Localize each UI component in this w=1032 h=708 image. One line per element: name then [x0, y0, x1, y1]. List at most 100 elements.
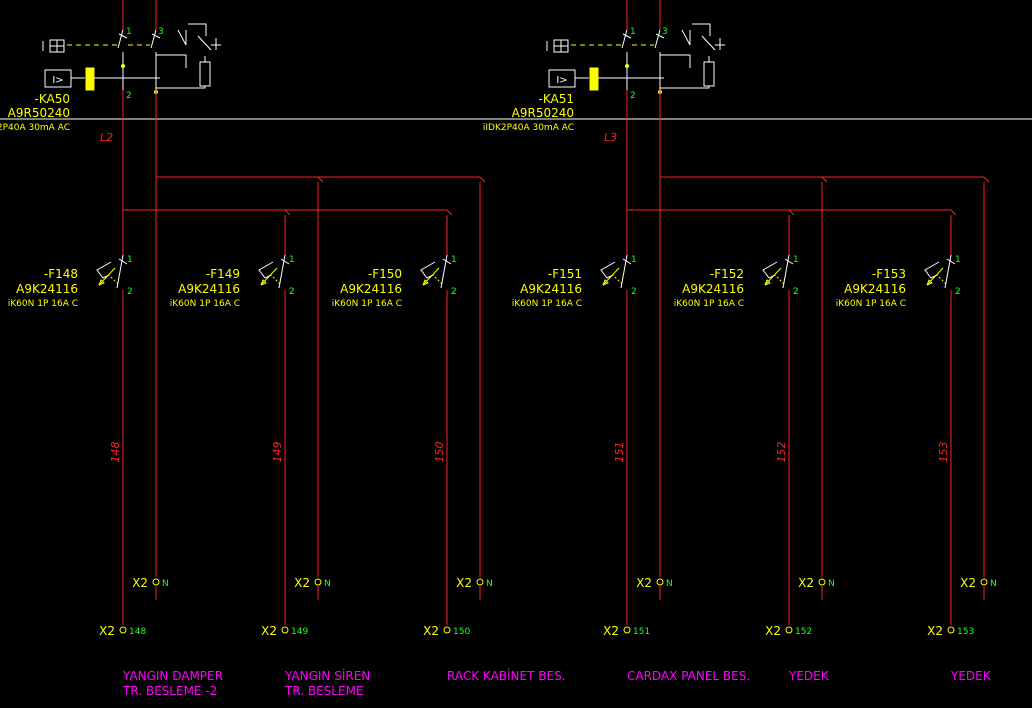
- phase-terminal-strip: X2: [423, 624, 439, 638]
- breaker-code: A9K24116: [844, 282, 906, 296]
- phase-terminal: [443, 626, 451, 634]
- contact-mark-phase: [622, 33, 632, 39]
- phase-terminal-strip: X2: [261, 624, 277, 638]
- contact-phase: [117, 29, 124, 49]
- breaker-arrow: [98, 267, 116, 286]
- aux-link: [156, 54, 187, 68]
- contact-phase: [621, 29, 628, 49]
- breaker-link: [612, 274, 623, 285]
- junction-dot: [121, 64, 125, 68]
- load-description: TR. BESLEME: [284, 684, 364, 698]
- wire-number: 152: [775, 442, 788, 463]
- breaker-mark: [622, 258, 632, 265]
- breaker-f153: 12: [924, 254, 961, 297]
- aux-contact: [177, 29, 187, 46]
- phase-terminal-label: 150: [453, 627, 470, 637]
- neutral-terminal-strip: X2: [960, 576, 976, 590]
- aux-contact-blade: [701, 35, 716, 51]
- load-description: YEDEK: [788, 669, 830, 683]
- rcd-tag: -KA51: [539, 92, 574, 106]
- wire-number: 150: [433, 442, 446, 463]
- rcd-pin-out: 2: [126, 91, 132, 101]
- trip-coil: [589, 67, 599, 91]
- breaker-arrowhead: [422, 279, 429, 286]
- neutral-terminal-label: N: [162, 579, 169, 589]
- phase-terminal-strip: X2: [603, 624, 619, 638]
- breaker-tag: -F149: [206, 267, 240, 281]
- load-description: YEDEK: [950, 669, 992, 683]
- neutral-terminal: [656, 578, 664, 586]
- breaker-trip: [924, 261, 940, 279]
- breaker-tag: -F152: [710, 267, 744, 281]
- branch-wires-152: [788, 176, 990, 625]
- phase-terminal-label: 151: [633, 627, 650, 637]
- breaker-mark: [442, 258, 452, 265]
- breaker-mark: [280, 258, 290, 265]
- aux-resistor-return: [660, 86, 710, 89]
- load-description: YANGIN DAMPER: [122, 669, 223, 683]
- phase-label: L3: [604, 131, 617, 144]
- breaker-pin-out: 2: [127, 287, 133, 297]
- breaker-pin-out: 2: [793, 287, 799, 297]
- breaker-arrowhead: [602, 279, 609, 286]
- phase-terminal-label: 148: [129, 627, 146, 637]
- breaker-spec: iK60N 1P 16A C: [836, 299, 906, 309]
- breaker-pin-out: 2: [289, 287, 295, 297]
- branch-wires-150: [446, 182, 481, 625]
- aux-contact-top: [188, 23, 207, 36]
- phase-terminal-strip: X2: [927, 624, 943, 638]
- breaker-arrow: [260, 267, 278, 286]
- aux-resistor-return: [156, 86, 206, 89]
- breaker-arrow: [926, 267, 944, 286]
- breaker-arrow: [602, 267, 620, 286]
- breaker-pin-out: 2: [451, 287, 457, 297]
- phase-terminal-strip: X2: [99, 624, 115, 638]
- contact-neutral: [654, 29, 661, 49]
- contact-mark-neutral: [151, 33, 161, 39]
- breaker-tag: -F150: [368, 267, 402, 281]
- aux-resistor: [703, 61, 715, 87]
- aux-contact-top: [692, 23, 711, 36]
- phase-terminal-label: 153: [957, 627, 974, 637]
- breaker-arrowhead: [260, 279, 267, 286]
- trip-unit-symbol: I>: [556, 75, 567, 86]
- neutral-terminal: [152, 578, 160, 586]
- load-description: YANGIN SİREN: [284, 668, 370, 683]
- neutral-terminal: [818, 578, 826, 586]
- rcd-pin-in: 1: [630, 27, 636, 37]
- breaker-code: A9K24116: [340, 282, 402, 296]
- rcd-spec: 2P40A 30mA AC: [0, 123, 70, 133]
- phase-label: L2: [100, 131, 113, 144]
- neutral-bus-notch: [821, 176, 828, 183]
- branch-wires-151: [626, 176, 828, 625]
- breaker-f151: 12: [600, 254, 637, 297]
- terminal-layer: NX2148X2NX2149X2NX2150X2NX2151X2NX2152X2…: [99, 576, 997, 638]
- neutral-terminal: [314, 578, 322, 586]
- phase-terminal: [785, 626, 793, 634]
- breaker-tag: -F148: [44, 267, 78, 281]
- breaker-tag: -F153: [872, 267, 906, 281]
- phase-bus-notch: [446, 209, 453, 216]
- aux-contact-blade: [197, 35, 212, 51]
- aux-link: [660, 54, 691, 68]
- breaker-spec: iK60N 1P 16A C: [674, 299, 744, 309]
- breaker-arrowhead: [764, 279, 771, 286]
- breaker-pin-in: 1: [289, 255, 295, 265]
- phase-terminal: [119, 626, 127, 634]
- rcd-spec: iIDK2P40A 30mA AC: [483, 123, 574, 133]
- breaker-pin-out: 2: [631, 287, 637, 297]
- breaker-spec: iK60N 1P 16A C: [8, 299, 78, 309]
- phase-terminal: [281, 626, 289, 634]
- breaker-pin-in: 1: [127, 255, 133, 265]
- breaker-spec: iK60N 1P 16A C: [332, 299, 402, 309]
- neutral-bus-notch: [317, 176, 324, 183]
- rcd-pin-n: 3: [662, 27, 668, 37]
- neutral-terminal-label: N: [666, 579, 673, 589]
- breaker-trip: [96, 261, 112, 279]
- breaker-pin-in: 1: [955, 255, 961, 265]
- breaker-mark: [784, 258, 794, 265]
- trip-unit-symbol: I>: [52, 75, 63, 86]
